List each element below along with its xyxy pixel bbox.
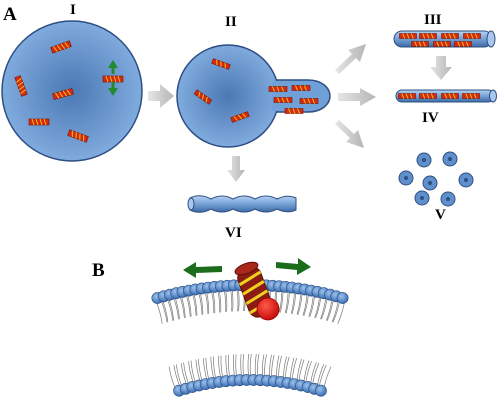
protein-icon <box>52 88 74 100</box>
small-vesicle-icon <box>440 191 456 207</box>
protein-icon <box>462 93 480 99</box>
panel-a-label: A <box>3 4 17 25</box>
stage-label-i: I <box>70 2 76 18</box>
small-vesicle-icon <box>414 190 430 206</box>
gray-arrow-icon <box>335 120 364 148</box>
protein-icon <box>268 86 288 92</box>
stage-label-ii: II <box>225 14 237 30</box>
protein-icon <box>67 129 89 143</box>
protein-icon <box>398 93 416 99</box>
lipid-bilayer <box>151 279 349 397</box>
protein-icon <box>399 33 417 39</box>
stage-label-vi: VI <box>225 225 242 241</box>
protein-icon <box>50 40 72 54</box>
beaded-tubule-stage-vi <box>187 195 297 213</box>
small-vesicle-icon <box>398 170 414 186</box>
small-vesicle-icon <box>416 152 432 168</box>
protein-icon <box>419 33 437 39</box>
protein-icon <box>284 108 304 114</box>
green-arrow-icon <box>276 258 311 275</box>
protein-icon <box>441 93 459 99</box>
vesicle-i-proteins <box>14 40 124 143</box>
protein-icon <box>14 75 28 97</box>
protein-icon <box>28 118 50 126</box>
gray-arrow-icon <box>430 56 452 80</box>
protein-icon <box>273 97 293 103</box>
protein-icon <box>463 33 481 39</box>
protein-icon <box>411 41 429 47</box>
green-arrow-icon <box>183 262 222 278</box>
gray-arrow-icon <box>148 84 174 108</box>
vesicle-ii-proteins <box>193 58 319 123</box>
small-vesicles-stage-v <box>398 151 474 207</box>
amphipathic-helix <box>234 261 280 321</box>
panel-b-label: B <box>92 260 105 281</box>
gray-arrow-icon <box>335 44 366 74</box>
small-vesicle-icon <box>442 151 458 167</box>
small-vesicle-icon <box>458 172 474 188</box>
stage-label-v: V <box>435 207 446 223</box>
tubule-iii-proteins <box>399 33 481 47</box>
protein-icon <box>230 111 250 123</box>
protein-icon <box>102 75 124 83</box>
protein-icon <box>433 41 451 47</box>
stage-label-iii: III <box>424 12 442 28</box>
protein-icon <box>211 58 231 70</box>
green-double-arrow-icon <box>108 60 118 96</box>
protein-icon <box>299 98 319 104</box>
tubule-iv-proteins <box>398 93 480 99</box>
small-vesicle-icon <box>422 175 438 191</box>
protein-icon <box>291 85 311 91</box>
protein-icon <box>419 93 437 99</box>
gray-arrow-icon <box>227 156 245 182</box>
protein-icon <box>454 41 472 47</box>
gray-arrow-icon <box>338 88 376 106</box>
stage-label-iv: IV <box>422 110 439 126</box>
protein-icon <box>441 33 459 39</box>
protein-icon <box>193 89 213 105</box>
